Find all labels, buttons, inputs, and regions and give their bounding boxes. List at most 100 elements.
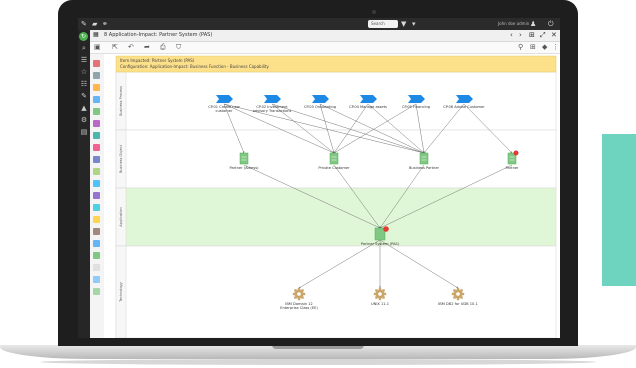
relation-edge <box>415 103 425 154</box>
impact-header-line: Configuration: Application-Impact: Busin… <box>120 64 269 69</box>
application-label: Partner System (PAS) <box>361 242 400 246</box>
palette-item[interactable] <box>93 108 100 115</box>
shield-icon[interactable]: ⛉ <box>176 43 182 51</box>
folder-icon[interactable]: ▰ <box>92 20 98 28</box>
swimlane-label: Business Object <box>119 144 123 173</box>
palette-item[interactable] <box>93 192 100 199</box>
image-icon[interactable]: ▣ <box>94 43 101 51</box>
link-icon[interactable]: ⚭ <box>102 20 108 28</box>
gear-tooth <box>301 296 304 299</box>
palette-item[interactable] <box>93 168 100 175</box>
business-object-node[interactable]: Business Partner <box>409 152 440 170</box>
camera-dot <box>372 10 376 14</box>
palette-item[interactable] <box>93 156 100 163</box>
close-icon[interactable]: ✕ <box>551 31 557 39</box>
technology-node[interactable]: IBM DB2 for UDB 10.1 <box>438 287 478 306</box>
export-icon[interactable]: ⇱ <box>112 43 118 51</box>
chevron-down-icon[interactable]: ▾ <box>412 20 416 28</box>
chevron-left-icon[interactable]: ‹ <box>510 31 513 39</box>
gear-tooth <box>297 287 301 291</box>
relation-edge <box>333 103 417 154</box>
palette-item[interactable] <box>93 288 100 295</box>
palette-item[interactable] <box>93 180 100 187</box>
relation-edge <box>379 164 425 229</box>
group-icon[interactable]: ☷ <box>80 80 88 88</box>
search-input[interactable]: Search <box>368 20 398 28</box>
palette-item[interactable] <box>93 60 100 67</box>
swimlane-label: Application <box>119 207 123 227</box>
business-object-node[interactable]: Partner <box>505 150 519 171</box>
process-node[interactable]: CP.05 Financing <box>402 95 430 109</box>
power-icon[interactable]: ⏻ <box>548 20 554 28</box>
document-icon <box>507 152 517 165</box>
teal-accent-block <box>602 134 636 286</box>
palette-item[interactable] <box>93 132 100 139</box>
business-object-node[interactable]: Partner (Adress) <box>229 152 259 170</box>
print-icon[interactable]: ⎙ <box>160 43 166 51</box>
gear-tooth <box>382 296 385 299</box>
palette-item[interactable] <box>93 216 100 223</box>
list-icon[interactable]: ☰ <box>80 56 88 64</box>
gear-tooth <box>294 296 297 299</box>
home-button[interactable]: ↻ <box>79 32 88 41</box>
business-object-node[interactable]: Private Customer <box>318 152 350 170</box>
gear-tooth <box>382 289 385 292</box>
palette-item[interactable] <box>93 252 100 259</box>
gear-tooth <box>460 289 463 292</box>
palette-item[interactable] <box>93 228 100 235</box>
element-palette <box>90 54 105 338</box>
palette-item[interactable] <box>93 84 100 91</box>
relation-edge <box>298 239 381 289</box>
view-type-icon: ▦ <box>93 31 99 38</box>
star-icon[interactable]: ☆ <box>80 68 88 76</box>
palette-item[interactable] <box>93 120 100 127</box>
tree-icon[interactable]: ⊞ <box>529 31 535 39</box>
impact-header-banner <box>115 55 557 73</box>
relation-edge <box>319 103 425 154</box>
palette-item[interactable] <box>93 204 100 211</box>
wrench-icon[interactable]: ✎ <box>81 20 87 28</box>
layers-icon[interactable]: ◆ <box>542 43 548 51</box>
palette-item[interactable] <box>93 144 100 151</box>
palette-item[interactable] <box>93 72 100 79</box>
palette-item[interactable] <box>93 96 100 103</box>
warning-icon[interactable]: ▲ <box>81 104 87 112</box>
process-node[interactable]: CP.04 Manage assets <box>349 95 387 109</box>
filter-icon[interactable]: ▼ <box>401 20 407 28</box>
edit-icon[interactable]: ✎ <box>81 92 87 100</box>
undo-icon[interactable]: ↶ <box>128 43 134 51</box>
document-icon[interactable]: ▤ <box>80 128 88 136</box>
user-icon[interactable]: ♟ <box>530 20 537 28</box>
relation-edge <box>379 239 459 289</box>
settings-icon[interactable]: ⚙ <box>80 116 88 124</box>
relation-edge <box>271 103 335 154</box>
application-node[interactable]: Partner System (PAS) <box>361 226 400 246</box>
gear-tooth <box>460 296 463 299</box>
alert-badge-icon <box>383 226 389 232</box>
expand-icon[interactable]: ⤢ <box>540 31 546 39</box>
gear-tooth <box>378 297 382 301</box>
pin-icon[interactable]: ⚲ <box>518 43 524 51</box>
palette-item[interactable] <box>93 264 100 271</box>
process-label: CP.01 Create new <box>208 105 240 109</box>
technology-label: UNIX 11.1 <box>371 302 389 306</box>
relation-edge <box>379 164 513 229</box>
technology-node[interactable]: UNIX 11.1 <box>371 287 389 306</box>
process-node[interactable]: CP.06 Advise Customer <box>443 95 485 109</box>
grid-icon[interactable]: ⊞ <box>530 43 536 51</box>
more-icon[interactable]: ⋮ <box>552 43 559 51</box>
process-node[interactable]: CP.03 Onboarding <box>304 95 336 109</box>
chevron-right-icon[interactable]: › <box>519 31 522 39</box>
swimlane: Technology <box>115 245 557 338</box>
relation-edge <box>271 103 425 154</box>
gear-tooth <box>301 289 304 292</box>
technology-label: IBM DB2 for UDB 10.1 <box>438 302 478 306</box>
search-icon[interactable]: ⌕ <box>82 44 86 52</box>
palette-item[interactable] <box>93 240 100 247</box>
user-name[interactable]: John doe admin <box>498 21 530 26</box>
share-icon[interactable]: ➦ <box>144 43 150 51</box>
palette-item[interactable] <box>93 276 100 283</box>
